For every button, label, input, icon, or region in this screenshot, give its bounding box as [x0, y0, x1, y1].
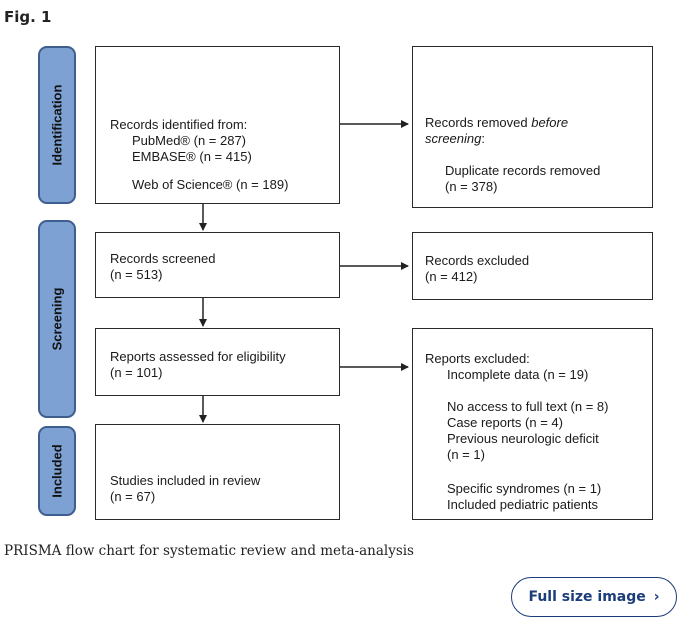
assessed-n: (n = 101) — [110, 365, 163, 380]
assessed-title: Reports assessed for eligibility — [110, 349, 286, 364]
box-records-removed: Records removed before screening: Duplic… — [412, 46, 653, 208]
reports-excluded-neuro-n: (n = 1) — [447, 447, 485, 462]
chevron-right-icon: › — [653, 589, 660, 605]
excluded-n: (n = 412) — [425, 269, 478, 284]
reports-excluded-syndromes: Specific syndromes (n = 1) — [447, 481, 602, 496]
reports-excluded-no-access: No access to full text (n = 8) — [447, 399, 609, 414]
removed-duplicates-n: (n = 378) — [445, 179, 498, 194]
identified-embase: EMBASE® (n = 415) — [132, 149, 252, 164]
reports-excluded-incomplete: Incomplete data (n = 19) — [447, 367, 589, 382]
removed-title-line1: Records removed before — [425, 115, 569, 130]
identified-pubmed: PubMed® (n = 287) — [132, 133, 247, 148]
box-studies-included: Studies included in review (n = 67) — [95, 424, 340, 520]
box-records-excluded: Records excluded (n = 412) — [412, 232, 653, 300]
identified-title: Records identified from: — [110, 117, 248, 132]
screened-title: Records screened — [110, 251, 216, 266]
box-records-screened: Records screened (n = 513) — [95, 232, 340, 298]
reports-excluded-neuro: Previous neurologic deficit — [447, 431, 599, 446]
prisma-flow-diagram: Identification Screening Included Record… — [38, 44, 654, 522]
reports-excluded-pediatric: Included pediatric patients — [447, 497, 599, 512]
phase-included: Included — [38, 426, 76, 516]
reports-excluded-case-reports: Case reports (n = 4) — [447, 415, 563, 430]
screened-n: (n = 513) — [110, 267, 163, 282]
phase-identification: Identification — [38, 46, 76, 204]
phase-screening: Screening — [38, 220, 76, 418]
included-n: (n = 67) — [110, 489, 156, 504]
excluded-title: Records excluded — [425, 253, 530, 268]
figure-caption: PRISMA flow chart for systematic review … — [4, 543, 414, 559]
removed-title-line2: screening: — [425, 131, 485, 146]
figure-label: Fig. 1 — [4, 8, 52, 26]
reports-excluded-title: Reports excluded: — [425, 351, 530, 366]
connector-arrows — [199, 120, 409, 423]
box-records-identified: Records identified from: PubMed® (n = 28… — [95, 46, 340, 204]
identified-wos: Web of Science® (n = 189) — [132, 177, 289, 192]
box-reports-assessed: Reports assessed for eligibility (n = 10… — [95, 328, 340, 396]
full-size-image-label: Full size image — [528, 589, 646, 605]
removed-duplicates: Duplicate records removed — [445, 163, 601, 178]
box-reports-excluded: Reports excluded: Incomplete data (n = 1… — [412, 328, 653, 520]
full-size-image-button[interactable]: Full size image › — [511, 577, 677, 617]
included-title: Studies included in review — [110, 473, 261, 488]
